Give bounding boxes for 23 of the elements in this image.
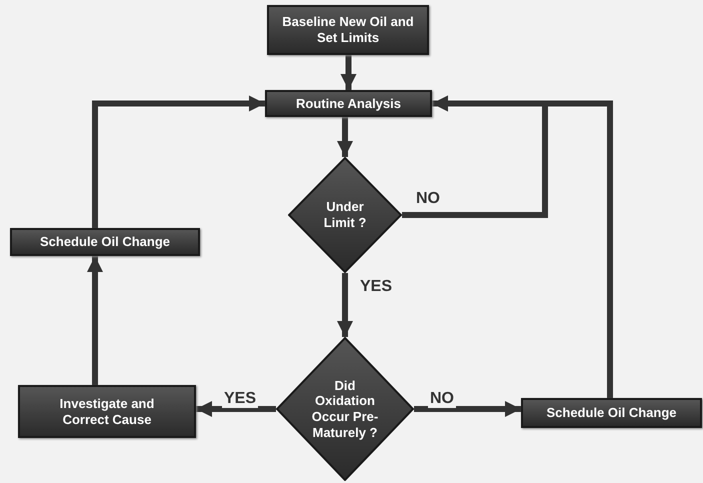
process-box	[267, 5, 429, 55]
arrow	[340, 55, 356, 90]
process-box	[10, 228, 200, 256]
decision-diamond	[288, 157, 402, 273]
edge-label: NO	[428, 390, 456, 408]
process-box	[265, 90, 432, 117]
box-text: Schedule Oil Change	[545, 405, 678, 421]
arrow	[196, 401, 276, 417]
box-text: Routine Analysis	[295, 96, 402, 112]
box-text: Baseline New Oil and Set Limits	[281, 14, 415, 46]
arrow	[337, 273, 353, 337]
box-text: Schedule Oil Change	[38, 234, 172, 250]
box-text: Investigate and Correct Cause	[58, 396, 156, 428]
arrow	[87, 256, 103, 385]
question-text: Did Oxidation Occur Pre-Maturely ?	[310, 378, 380, 440]
arrow	[414, 401, 521, 417]
arrow	[337, 117, 353, 157]
decision-diamond	[276, 337, 414, 481]
arrow	[92, 96, 265, 228]
process-box	[18, 385, 196, 438]
question-text: Under Limit ?	[322, 199, 368, 231]
process-box	[521, 398, 702, 428]
edge-label: YES	[222, 390, 258, 408]
